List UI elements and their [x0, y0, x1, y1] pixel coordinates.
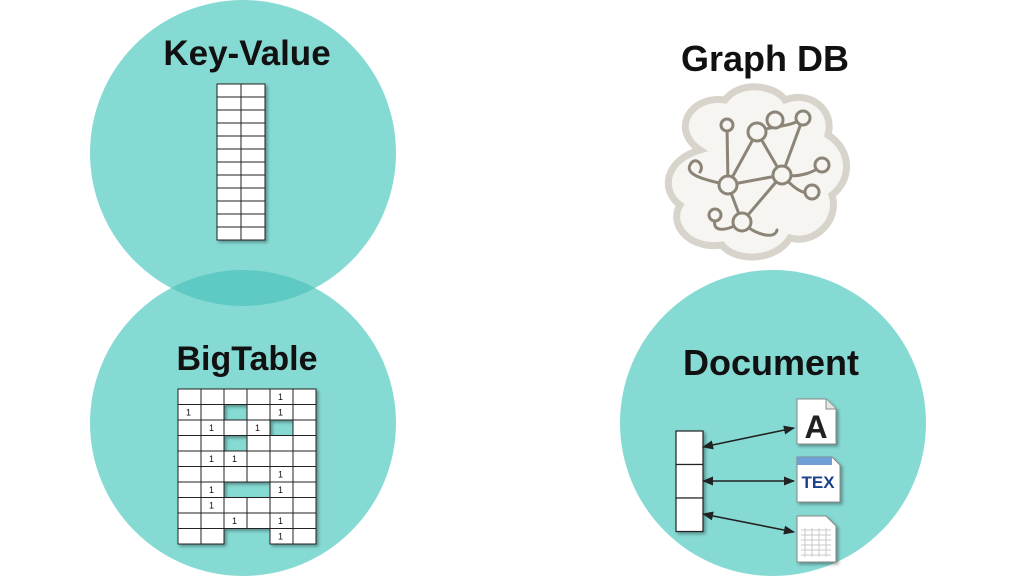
- bigtable-cell: [292, 512, 317, 529]
- bigtable-cell: [292, 481, 317, 498]
- bigtable-cell: [177, 497, 202, 514]
- bigtable-cell: [223, 466, 248, 483]
- kv-cell: [240, 135, 266, 150]
- bigtable-cell: [269, 497, 294, 514]
- kv-cell: [216, 213, 242, 228]
- bigtable-cell: [223, 497, 248, 514]
- bigtable-cell: [200, 512, 225, 529]
- bigtable-cell: [177, 481, 202, 498]
- bigtable-cell: [292, 435, 317, 452]
- bigtable-cell: [269, 450, 294, 467]
- graph-nodes: [707, 109, 831, 233]
- bigtable-cell: [200, 466, 225, 483]
- kv-cell: [216, 83, 242, 98]
- bigtable-cell-value: 1: [278, 516, 283, 526]
- bigtable-cell-value: 1: [209, 454, 214, 464]
- bigtable-grid-icon: 1 1 1 1 1 1 1 1 1 1 1 1 1 1: [177, 388, 317, 545]
- bigtable-cell: [246, 497, 271, 514]
- bigtable-cell: [292, 528, 317, 545]
- bigtable-cell: [177, 419, 202, 436]
- bigtable-cell: [200, 528, 225, 545]
- key-value-title: Key-Value: [163, 34, 331, 73]
- kv-cell: [216, 135, 242, 150]
- bigtable-cell: [223, 419, 248, 436]
- document-stack-cell: [675, 463, 704, 499]
- kv-cell: [240, 213, 266, 228]
- kv-cell: [240, 187, 266, 202]
- bigtable-cell: [246, 512, 271, 529]
- bigtable-cell: [292, 388, 317, 405]
- kv-cell: [240, 122, 266, 137]
- bigtable-cell: [200, 388, 225, 405]
- bigtable-cell-value: 1: [209, 485, 214, 495]
- bigtable-cell: [177, 450, 202, 467]
- bigtable-cell: [292, 466, 317, 483]
- bigtable-title: BigTable: [176, 340, 318, 378]
- kv-cell: [216, 122, 242, 137]
- bigtable-cell-value: 1: [278, 392, 283, 402]
- bigtable-cell: [177, 512, 202, 529]
- bigtable-cell: [223, 388, 248, 405]
- kv-cell: [216, 200, 242, 215]
- document-arrows: [701, 425, 796, 535]
- bigtable-cell: [177, 435, 202, 452]
- bigtable-cell-value: 1: [186, 408, 191, 418]
- kv-cell: [240, 161, 266, 176]
- bigtable-cell: [200, 435, 225, 452]
- bigtable-cell-value: 1: [232, 516, 237, 526]
- kv-cell: [240, 148, 266, 163]
- bigtable-cell: [246, 450, 271, 467]
- bigtable-cell: [177, 528, 202, 545]
- bigtable-cell: [246, 404, 271, 421]
- kv-cell: [216, 109, 242, 124]
- document-title: Document: [682, 342, 859, 383]
- bigtable-cell: [269, 435, 294, 452]
- graph-db-title: Graph DB: [680, 38, 849, 79]
- bigtable-cell: [246, 435, 271, 452]
- bigtable-cell: [292, 404, 317, 421]
- tex-document-icon: TEX: [796, 456, 841, 503]
- kv-cell: [216, 187, 242, 202]
- kv-cell: [216, 226, 242, 241]
- bigtable-cell: [200, 404, 225, 421]
- font-document-icon: A: [796, 398, 837, 445]
- bigtable-cell-value: 1: [278, 485, 283, 495]
- font-glyph: A: [804, 409, 827, 445]
- kv-cell: [240, 226, 266, 241]
- bigtable-cell-value: 1: [278, 470, 283, 480]
- bigtable-cell-value: 1: [255, 423, 260, 433]
- bigtable-cell: [177, 388, 202, 405]
- document-circle: [620, 270, 926, 576]
- key-value-table-icon: [216, 83, 266, 241]
- bigtable-cell-value: 1: [209, 501, 214, 511]
- tex-glyph: TEX: [801, 473, 835, 492]
- kv-cell: [216, 174, 242, 189]
- graph-network-cloud-icon: [664, 83, 850, 261]
- document-stack-cell: [675, 430, 704, 466]
- bigtable-cell-value: 1: [278, 532, 283, 542]
- kv-cell: [240, 174, 266, 189]
- bigtable-cell-value: 1: [209, 423, 214, 433]
- bigtable-cell: [246, 466, 271, 483]
- kv-cell: [240, 200, 266, 215]
- kv-cell: [240, 96, 266, 111]
- bigtable-cell-value: 1: [278, 408, 283, 418]
- document-stack-icon: [675, 430, 704, 533]
- kv-cell: [240, 109, 266, 124]
- kv-cell: [216, 148, 242, 163]
- kv-cell: [216, 161, 242, 176]
- bigtable-cell: [292, 497, 317, 514]
- bigtable-cell: [177, 466, 202, 483]
- bigtable-cell: [246, 388, 271, 405]
- spreadsheet-document-icon: [796, 515, 837, 563]
- arrow-to-font-document: [701, 425, 796, 450]
- bigtable-cell-value: 1: [232, 454, 237, 464]
- arrow-to-spreadsheet-document: [701, 511, 796, 535]
- bigtable-cell: [292, 419, 317, 436]
- bigtable-cell: [292, 450, 317, 467]
- kv-cell: [216, 96, 242, 111]
- document-stack-cell: [675, 497, 704, 533]
- kv-cell: [240, 83, 266, 98]
